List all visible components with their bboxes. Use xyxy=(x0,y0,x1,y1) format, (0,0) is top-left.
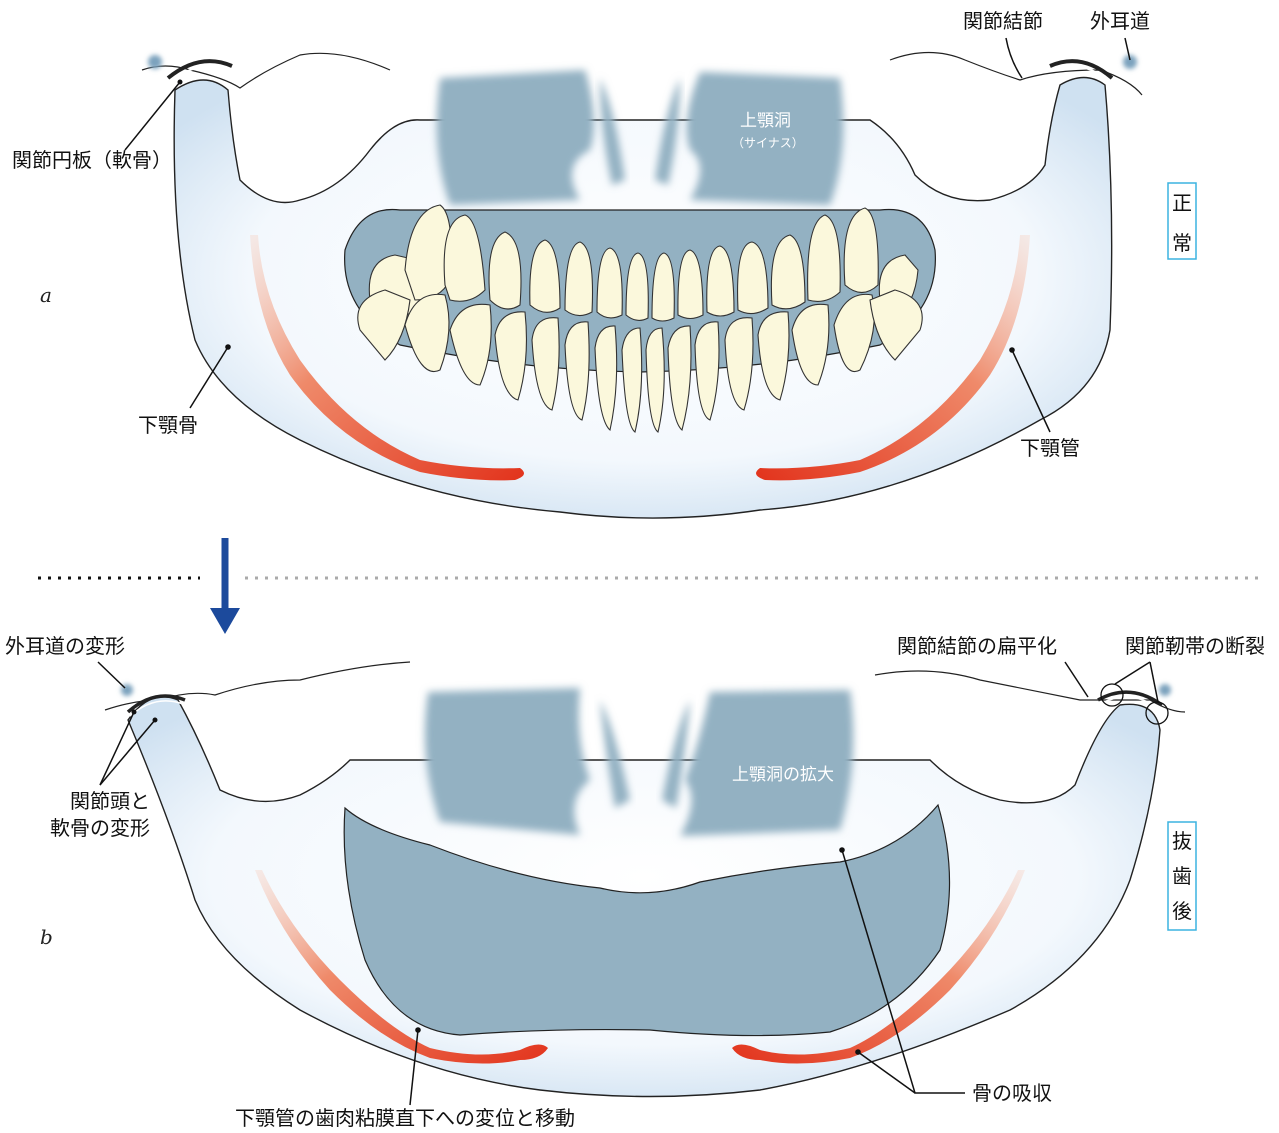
side-label-normal-2: 常 xyxy=(1172,231,1192,255)
label-bone-resorption: 骨の吸収 xyxy=(972,1081,1052,1105)
label-maxillary-sinus: 上顎洞 xyxy=(740,111,791,131)
label-external-auditory-canal: 外耳道 xyxy=(1090,9,1150,33)
ear-canal-left-a xyxy=(148,55,162,69)
label-canal-displacement: 下顎管の歯肉粘膜直下への変位と移動 xyxy=(235,1106,575,1130)
side-label-normal-1: 正 xyxy=(1172,191,1192,215)
maxillary-sinus-right-b xyxy=(680,690,853,836)
ear-canal-right-b xyxy=(1159,684,1171,696)
label-articular-eminence: 関節結節 xyxy=(963,9,1043,33)
side-label-after-2: 歯 xyxy=(1172,864,1192,888)
label-eminence-flattening: 関節結節の扁平化 xyxy=(897,634,1057,658)
figure-label-b: b xyxy=(40,925,53,949)
maxillary-sinus-left-b xyxy=(425,688,590,835)
skull-base-outline-b xyxy=(105,662,1185,712)
label-mandibular-canal: 下顎管 xyxy=(1020,436,1080,460)
down-arrow-icon xyxy=(210,608,240,634)
label-mandible: 下顎骨 xyxy=(138,413,198,437)
panel-a: 関節結節 外耳道 関節円板（軟骨） 上顎洞 （サイナス） a 下顎骨 下顎管 正… xyxy=(12,9,1196,518)
label-sinus-enlargement: 上顎洞の拡大 xyxy=(732,765,834,785)
label-ligament-rupture: 関節靭帯の断裂 xyxy=(1125,634,1265,658)
label-articular-disc: 関節円板（軟骨） xyxy=(12,148,172,172)
label-condyle-deformation-1: 関節頭と xyxy=(70,789,150,813)
label-ear-canal-deformation: 外耳道の変形 xyxy=(5,634,125,658)
side-label-after-1: 抜 xyxy=(1172,829,1192,853)
separator xyxy=(38,538,1262,634)
label-condyle-deformation-2: 軟骨の変形 xyxy=(50,816,150,840)
panel-b: 外耳道の変形 関節結節の扁平化 関節靭帯の断裂 関節頭と 軟骨の変形 上顎洞の拡… xyxy=(5,634,1265,1130)
skull-base-outline-a xyxy=(142,53,1142,96)
maxillary-sinus-left-a xyxy=(437,70,594,205)
label-maxillary-sinus-sub: （サイナス） xyxy=(732,136,804,150)
side-label-after-3: 後 xyxy=(1172,899,1192,923)
figure-label-a: a xyxy=(40,283,52,307)
